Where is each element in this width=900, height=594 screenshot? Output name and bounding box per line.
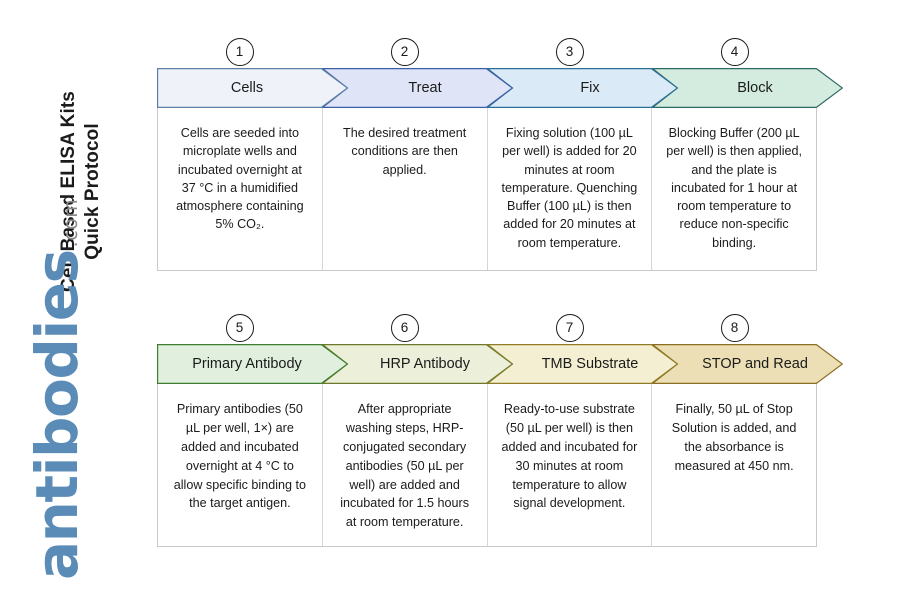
step-chevron-label: Treat [408,80,442,96]
brand-logo-word: antibodies [23,250,91,580]
step-body-text: The desired treatment conditions are the… [343,126,467,177]
step-chevron[interactable]: STOP and Read [652,344,843,384]
brand-logo: antibodies .com [23,199,106,580]
step-number-cell: 2 [322,36,487,68]
step-chevron-label: HRP Antibody [379,356,470,372]
step-body-text: Fixing solution (100 µL per well) is add… [501,126,638,250]
step-number-cell: 5 [157,312,322,344]
step-body-strip-2: Primary antibodies (50 µL per well, 1×) … [157,384,817,547]
step-body-text: After appropriate washing steps, HRP-con… [340,402,470,530]
step-chevron-label: Primary Antibody [192,356,302,372]
step-chevron[interactable]: Fix [487,68,678,108]
step-number-cell: 6 [322,312,487,344]
step-chevron[interactable]: HRP Antibody [322,344,513,384]
chevron-strip-1: Cells Treat Fix Block [157,68,843,108]
protocol-row-1: 1 2 3 4 Cells Treat Fix Block Cells are seeded… [157,36,843,271]
step-number-badge: 2 [390,38,419,66]
step-body-cell: Finally, 50 µL of Stop Solution is added… [651,384,816,546]
step-body-cell: The desired treatment conditions are the… [321,108,487,270]
step-body-text: Cells are seeded into microplate wells a… [176,126,304,232]
brand-logo-suffix: .com [60,198,82,248]
step-chevron[interactable]: TMB Substrate [487,344,678,384]
step-number-cell: 3 [487,36,652,68]
step-body-text: Finally, 50 µL of Stop Solution is added… [671,402,797,473]
step-body-cell: Primary antibodies (50 µL per well, 1×) … [158,384,322,546]
step-chevron[interactable]: Cells [157,68,348,108]
step-body-cell: After appropriate washing steps, HRP-con… [321,384,487,546]
step-number-cell: 4 [652,36,817,68]
protocol-row-2: 5 6 7 8 Primary Antibody HRP Antibody TMB Sub… [157,312,843,547]
step-number-strip-2: 5 6 7 8 [157,312,817,344]
step-chevron[interactable]: Primary Antibody [157,344,348,384]
step-number-badge: 7 [555,314,584,342]
step-chevron-label: Cells [230,80,264,96]
step-number-badge: 8 [720,314,749,342]
step-number-cell: 1 [157,36,322,68]
chevron-strip-2: Primary Antibody HRP Antibody TMB Substrat… [157,344,843,384]
step-number-badge: 5 [225,314,254,342]
step-chevron-label: STOP and Read [702,356,808,372]
step-body-text: Primary antibodies (50 µL per well, 1×) … [173,402,307,511]
step-body-text: Ready-to-use substrate (50 µL per well) … [501,402,638,511]
step-number-badge: 3 [555,38,584,66]
step-body-cell: Blocking Buffer (200 µL per well) is the… [651,108,816,270]
step-number-strip-1: 1 2 3 4 [157,36,817,68]
step-number-cell: 7 [487,312,652,344]
step-number-cell: 8 [652,312,817,344]
step-body-text: Blocking Buffer (200 µL per well) is the… [666,126,803,250]
step-chevron-label: Fix [580,80,600,96]
step-chevron[interactable]: Treat [322,68,513,108]
step-chevron[interactable]: Block [652,68,843,108]
step-number-badge: 6 [390,314,419,342]
step-body-cell: Fixing solution (100 µL per well) is add… [486,108,652,270]
step-chevron-label: Block [737,80,773,96]
step-chevron-label: TMB Substrate [541,356,639,372]
step-body-cell: Ready-to-use substrate (50 µL per well) … [486,384,652,546]
step-body-cell: Cells are seeded into microplate wells a… [158,108,322,270]
step-number-badge: 1 [225,38,254,66]
step-body-strip-1: Cells are seeded into microplate wells a… [157,108,817,271]
step-number-badge: 4 [720,38,749,66]
